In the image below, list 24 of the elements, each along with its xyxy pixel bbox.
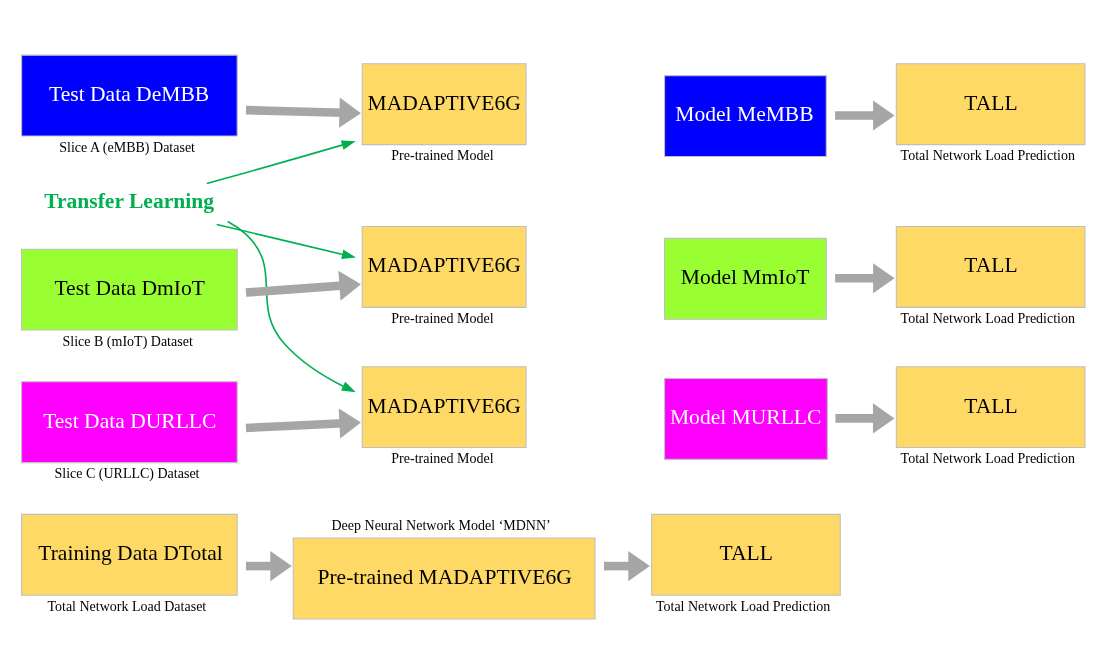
node-label: Slice B (mIoT) Dataset [62, 333, 193, 349]
node-label: Total Network Load Prediction [900, 147, 1076, 163]
arrow [245, 270, 361, 301]
arrow [206, 139, 356, 184]
arrow [835, 262, 895, 293]
node-text: Transfer Learning [44, 188, 214, 213]
node-label: Pre-trained Model [391, 147, 494, 163]
arrow [245, 407, 361, 438]
node-label: Deep Neural Network Model ‘MDNN’ [331, 517, 551, 533]
arrow [835, 99, 895, 131]
arrow [835, 402, 895, 433]
node-label: Pre-trained Model [391, 450, 494, 466]
arrow [226, 220, 356, 392]
node-label: Total Network Load Dataset [47, 598, 207, 614]
arrow [603, 550, 650, 581]
node-label: Slice A (eMBB) Dataset [59, 139, 196, 155]
node-label: Pre-trained Model [391, 310, 494, 326]
arrow [215, 223, 356, 259]
arrow [245, 550, 292, 581]
node-label: Total Network Load Prediction [900, 310, 1076, 326]
node-label: Total Network Load Prediction [655, 598, 831, 614]
node-label: Slice C (URLLC) Dataset [54, 465, 200, 481]
arrow [245, 97, 361, 128]
node-label: Total Network Load Prediction [900, 450, 1076, 466]
